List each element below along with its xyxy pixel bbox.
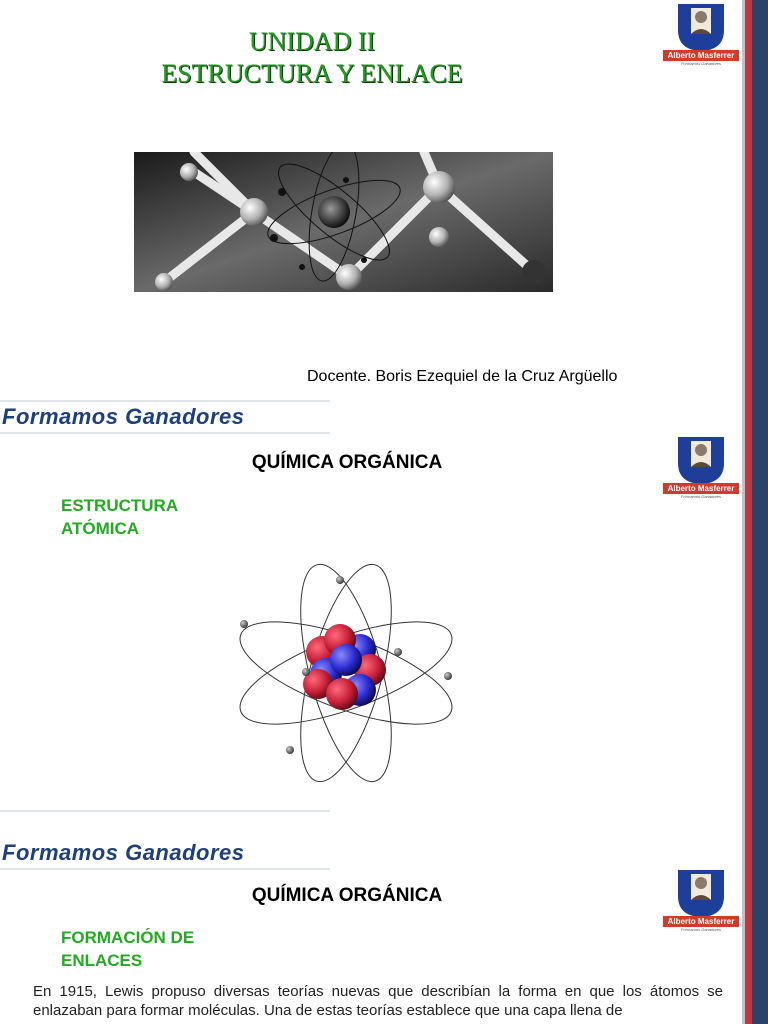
- section-subheading: ESTRUCTURA ATÓMICA: [61, 494, 178, 540]
- logo-name: Alberto Masferrer: [663, 916, 739, 927]
- shield-logo-icon: [678, 870, 724, 917]
- logo-tagline: Formamos Ganadores: [680, 494, 721, 499]
- slide-3: Formamos Ganadores QUÍMICA ORGÁNICA Albe…: [0, 812, 742, 1024]
- divider: [0, 810, 330, 812]
- teacher-name: Docente. Boris Ezequiel de la Cruz Argüe…: [307, 368, 618, 385]
- subheading-line2: ENLACES: [61, 951, 143, 970]
- molecule-hero-image: [134, 152, 553, 292]
- university-logo: Alberto Masferrer Formamos Ganadores: [663, 435, 739, 501]
- university-logo: Alberto Masferrer Formamos Ganadores: [663, 2, 739, 68]
- subheading-line1: FORMACIÓN DE: [61, 928, 195, 947]
- atom-model-image: [239, 563, 453, 783]
- university-logo: Alberto Masferrer Formamos Ganadores: [663, 868, 739, 934]
- brand-banner: Formamos Ganadores: [2, 840, 245, 865]
- brand-underline: [0, 432, 330, 434]
- logo-name: Alberto Masferrer: [663, 483, 739, 494]
- subheading-line2: ATÓMICA: [61, 519, 140, 538]
- unit-title: UNIDAD II ESTRUCTURA Y ENLACE: [62, 26, 562, 90]
- unit-title-line2: ESTRUCTURA Y ENLACE: [161, 59, 463, 88]
- brand-banner: Formamos Ganadores: [2, 404, 245, 429]
- slide-1: UNIDAD II ESTRUCTURA Y ENLACE Alberto Ma…: [0, 0, 742, 402]
- logo-tagline: Formamos Ganadores: [680, 927, 721, 932]
- body-paragraph: En 1915, Lewis propuso diversas teorías …: [33, 983, 723, 1019]
- section-heading: QUÍMICA ORGÁNICA: [251, 885, 443, 906]
- subheading-line1: ESTRUCTURA: [61, 496, 179, 515]
- shield-logo-icon: [678, 437, 724, 484]
- brand-underline: [0, 868, 330, 870]
- shield-logo-icon: [678, 4, 724, 51]
- unit-title-line1: UNIDAD II: [248, 27, 376, 56]
- right-edge-bar: [742, 0, 768, 1024]
- section-heading: QUÍMICA ORGÁNICA: [251, 452, 443, 473]
- slide-2: Formamos Ganadores QUÍMICA ORGÁNICA Albe…: [0, 402, 742, 812]
- divider: [0, 400, 330, 402]
- logo-name: Alberto Masferrer: [663, 50, 739, 61]
- logo-tagline: Formamos Ganadores: [680, 61, 721, 66]
- section-subheading: FORMACIÓN DE ENLACES: [61, 926, 194, 972]
